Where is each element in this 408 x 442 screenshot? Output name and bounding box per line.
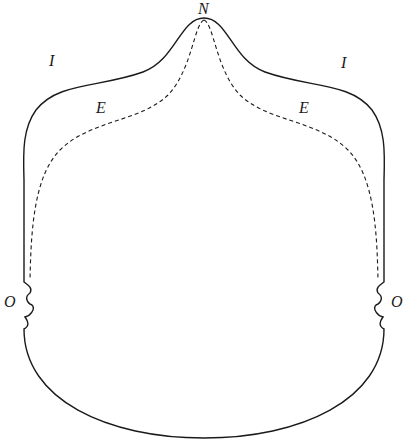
inner-dashed-outline xyxy=(204,20,378,280)
region-letter: I xyxy=(341,55,346,71)
region-letter: E xyxy=(96,100,106,116)
landmark-letter: O xyxy=(391,294,403,310)
landmark-letter: O xyxy=(4,294,16,310)
region-letter: E xyxy=(299,100,309,116)
inner-dashed-outline xyxy=(30,20,204,280)
region-letter: I xyxy=(49,53,54,69)
landmark-letter: N xyxy=(198,1,209,17)
outer-skull-outline xyxy=(24,18,385,438)
